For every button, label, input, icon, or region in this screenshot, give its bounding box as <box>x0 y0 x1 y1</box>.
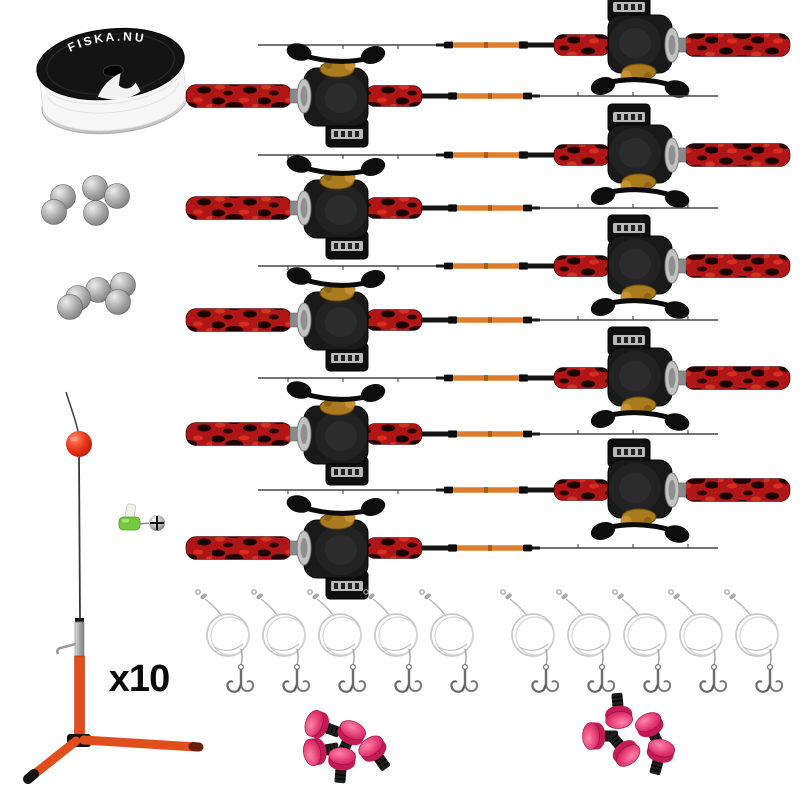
spool-center-hole <box>102 64 124 77</box>
rod-holder-tripod <box>23 391 204 784</box>
sinker-ball <box>57 294 83 320</box>
signal-ball <box>66 431 92 457</box>
line-hook-arm <box>56 642 77 655</box>
quantity-label: x10 <box>109 658 169 700</box>
signal-wire <box>78 456 81 621</box>
sinker-ball <box>82 175 108 201</box>
signal-wire <box>65 391 79 432</box>
leg-foot <box>23 769 39 784</box>
tripod-leg <box>27 736 81 781</box>
upper-tube <box>74 621 85 657</box>
sinker-ball <box>105 289 131 315</box>
bell-slits <box>150 516 164 530</box>
bell-wire <box>139 522 151 525</box>
line-spool: FISKA.NU <box>36 26 188 135</box>
sinker-ball <box>41 199 67 225</box>
tripod-leg <box>79 735 201 752</box>
alarm-clip-body <box>118 516 141 531</box>
tripod-pole <box>74 655 85 737</box>
leg-foot <box>188 742 204 752</box>
bell-bite-alarm <box>118 503 165 531</box>
fish-logo-icon <box>97 73 141 100</box>
sinker-ball <box>83 200 109 226</box>
sinker-ball <box>104 183 130 209</box>
